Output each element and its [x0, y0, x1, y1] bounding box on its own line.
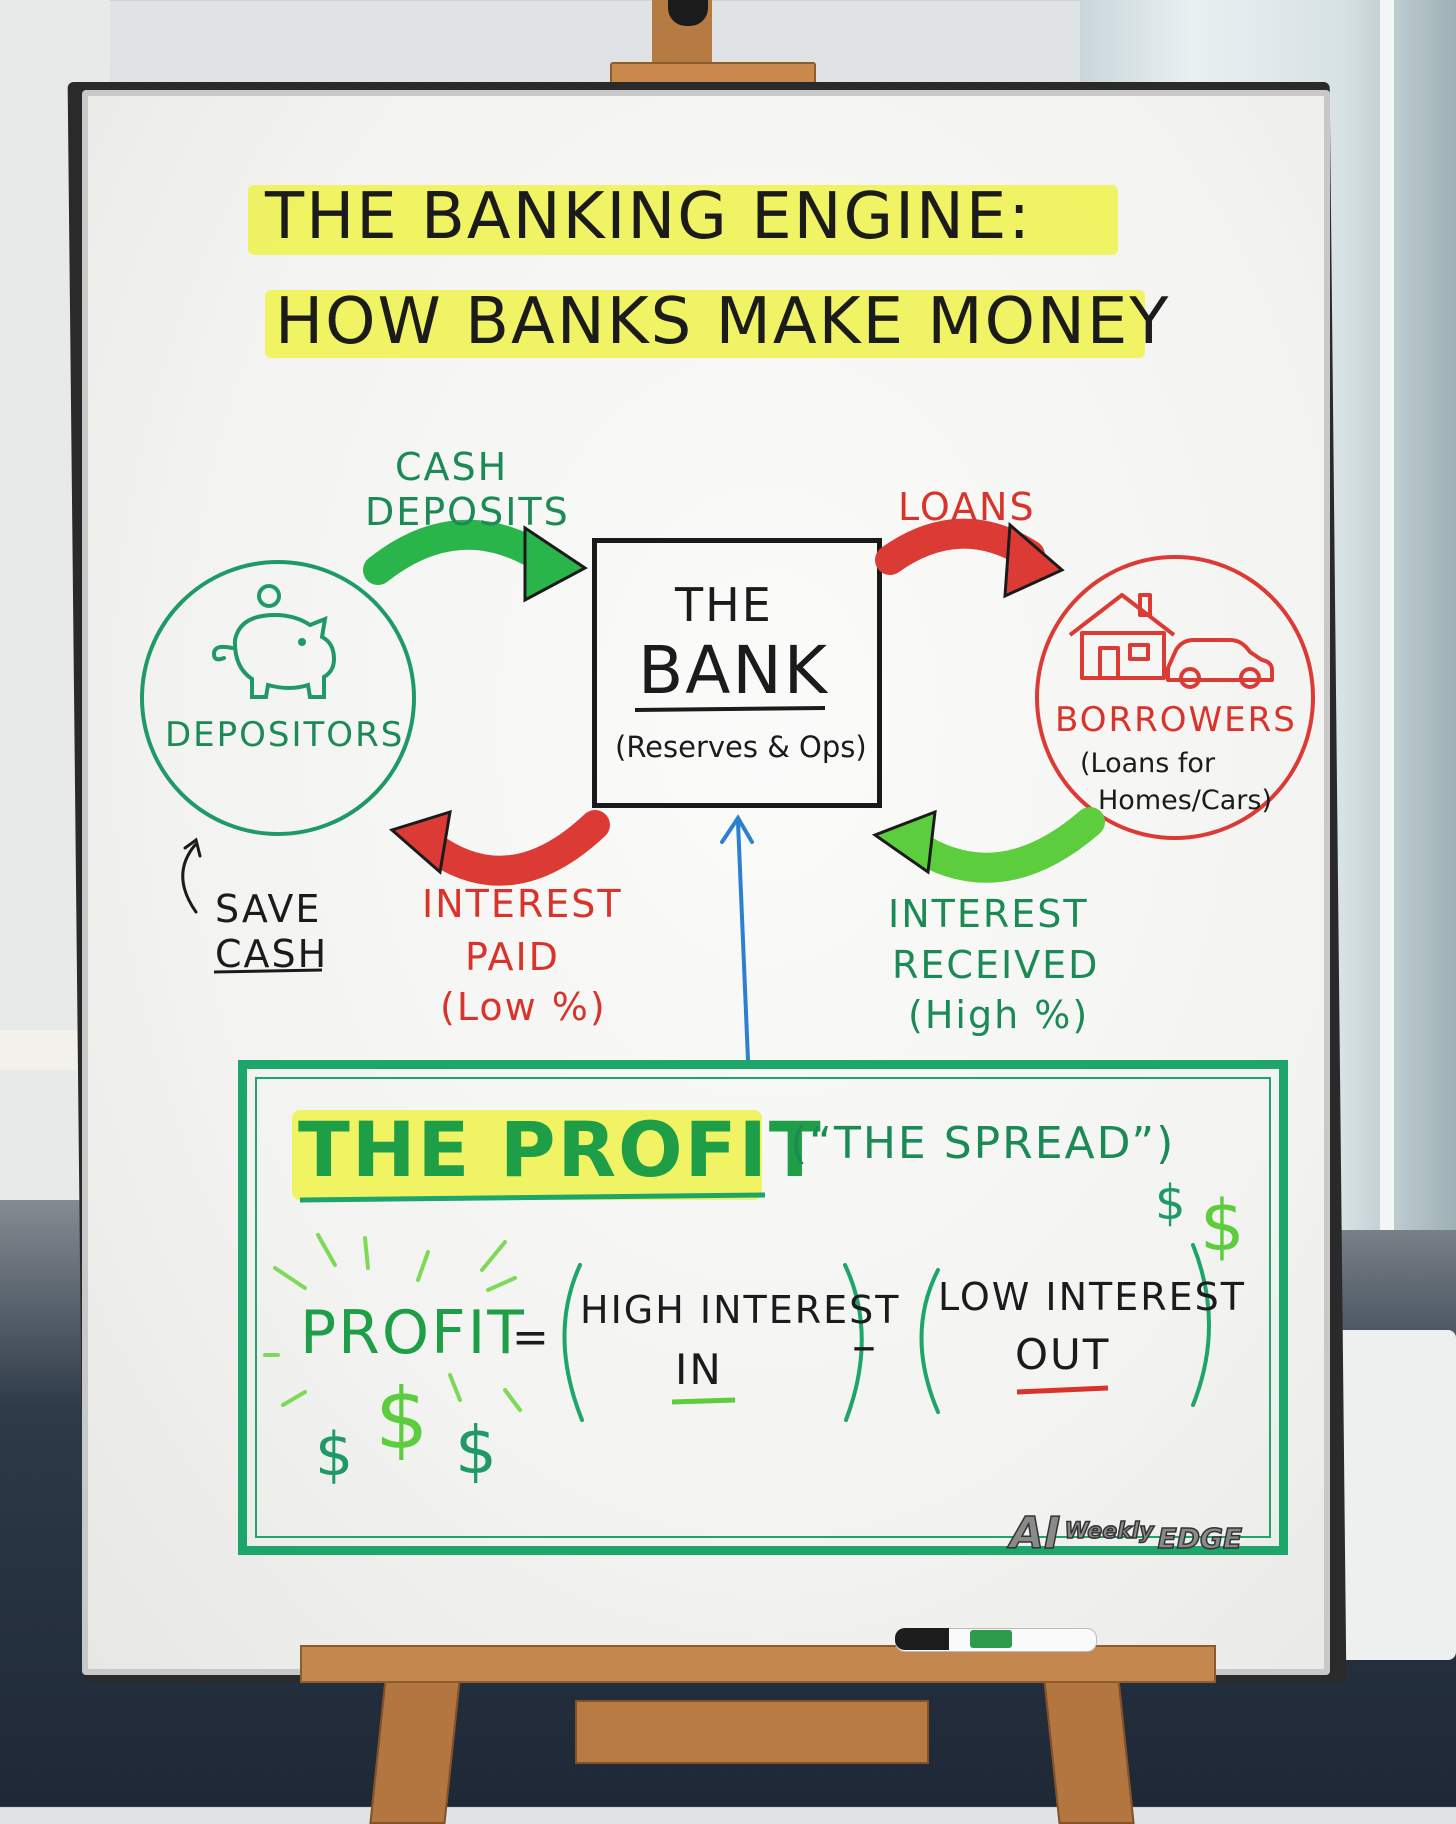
save-cash-label-1: SAVE	[215, 887, 322, 931]
depositors-circle	[140, 560, 416, 836]
window-frame	[1380, 0, 1394, 1230]
borrowers-circle	[1035, 555, 1315, 840]
easel-crossbar	[575, 1700, 929, 1764]
bank-underline	[634, 706, 826, 712]
depositors-label: DEPOSITORS	[165, 715, 405, 755]
in-label: IN	[675, 1345, 723, 1394]
title-line-1: THE BANKING ENGINE:	[265, 180, 1032, 254]
formula-minus: –	[852, 1318, 878, 1374]
bank-sub-label: (Reserves & Ops)	[615, 730, 867, 764]
interest-received-arrowhead	[871, 809, 937, 875]
borrowers-label: BORROWERS	[1055, 700, 1297, 740]
sparkle-lines	[263, 1233, 522, 1412]
low-interest-label: LOW INTEREST	[938, 1275, 1246, 1319]
dollar-sign: $	[1200, 1185, 1247, 1267]
out-label: OUT	[1015, 1330, 1111, 1379]
car-icon	[1166, 638, 1274, 689]
logo-edge: EDGE	[1157, 1521, 1243, 1556]
cash-deposits-label-1: CASH	[395, 445, 509, 489]
loans-label: LOANS	[898, 485, 1036, 529]
profit-underline	[299, 1192, 766, 1203]
cash-deposits-arrowhead	[523, 525, 588, 603]
title-highlight-1	[248, 185, 1118, 255]
interest-received-label-2: RECEIVED	[892, 943, 1100, 987]
bank-label-the: THE	[675, 578, 773, 632]
profit-formula-word: PROFIT	[300, 1298, 526, 1368]
dollar-sign: $	[455, 1412, 499, 1489]
save-cash-underline	[213, 968, 323, 974]
dollar-sign: $	[1155, 1175, 1188, 1231]
profit-heading: THE PROFIT	[298, 1105, 823, 1194]
formula-parentheses	[562, 1243, 1211, 1422]
bank-box	[592, 538, 882, 808]
interest-paid-arrow	[415, 810, 610, 886]
save-cash-label-2: CASH	[215, 932, 329, 976]
logo-ai: AI	[1009, 1507, 1061, 1560]
borrowers-sub-1: (Loans for	[1080, 748, 1216, 779]
marker-label	[970, 1630, 1012, 1648]
profit-box	[238, 1060, 1288, 1555]
save-cash-arrow	[181, 837, 202, 914]
bank-label-bank: BANK	[638, 632, 830, 709]
interest-received-label-1: INTEREST	[888, 892, 1089, 936]
interest-received-label-3: (High %)	[908, 993, 1090, 1037]
dollar-sign: $	[375, 1370, 431, 1468]
profit-to-bank-arrow	[720, 814, 754, 1062]
interest-paid-label-2: PAID	[465, 935, 560, 979]
house-icon	[1068, 593, 1176, 680]
interest-paid-label-1: INTEREST	[422, 882, 623, 926]
piggy-bank-icon	[211, 584, 337, 699]
interest-paid-label-3: (Low %)	[440, 985, 607, 1029]
easel-knob	[668, 0, 708, 26]
high-interest-label: HIGH INTEREST	[580, 1288, 901, 1332]
title-highlight-2	[265, 290, 1145, 358]
in-underline	[671, 1397, 736, 1405]
profit-highlight	[292, 1110, 762, 1200]
profit-subheading: (“THE SPREAD”)	[790, 1118, 1176, 1169]
cash-deposits-label-2: DEPOSITS	[365, 490, 570, 534]
interest-received-arrow	[900, 807, 1105, 883]
marker-cap	[895, 1628, 949, 1650]
out-underline	[1016, 1385, 1109, 1395]
borrowers-sub-2: Homes/Cars)	[1098, 785, 1272, 816]
interest-paid-arrowhead	[388, 809, 452, 875]
dollar-sign: $	[315, 1420, 356, 1490]
title-line-2: HOW BANKS MAKE MONEY	[275, 285, 1171, 359]
cash-deposits-arrow	[363, 519, 560, 585]
loans-arrowhead	[1003, 521, 1065, 599]
formula-equals: =	[512, 1312, 551, 1363]
logo-weekly: Weekly	[1064, 1518, 1155, 1545]
